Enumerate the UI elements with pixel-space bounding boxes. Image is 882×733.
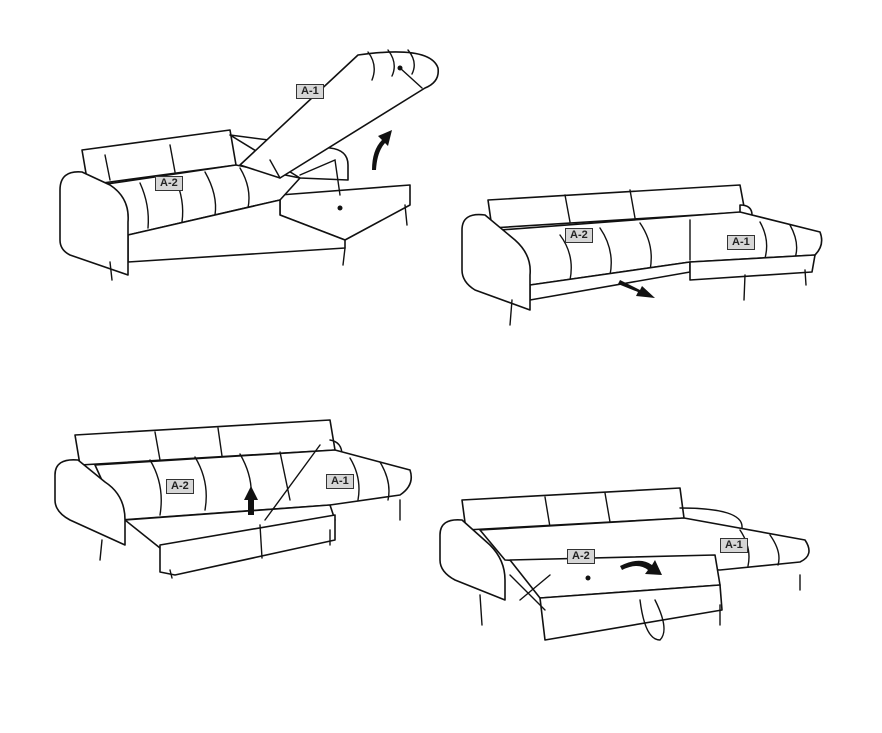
part-label-a2: A-2	[565, 228, 593, 243]
part-label-a2: A-2	[166, 479, 194, 494]
part-label-a1: A-1	[720, 538, 748, 553]
part-label-a2: A-2	[567, 549, 595, 564]
step-1-open-storage	[59, 49, 440, 281]
part-label-a1: A-1	[296, 84, 324, 99]
part-label-a1: A-1	[326, 474, 354, 489]
part-label-a1: A-1	[727, 235, 755, 250]
part-label-a2: A-2	[155, 176, 183, 191]
step-2-pull-seat	[461, 184, 823, 326]
step-4-unfold-bed	[439, 487, 810, 641]
step-3-lift-frame	[54, 419, 413, 579]
